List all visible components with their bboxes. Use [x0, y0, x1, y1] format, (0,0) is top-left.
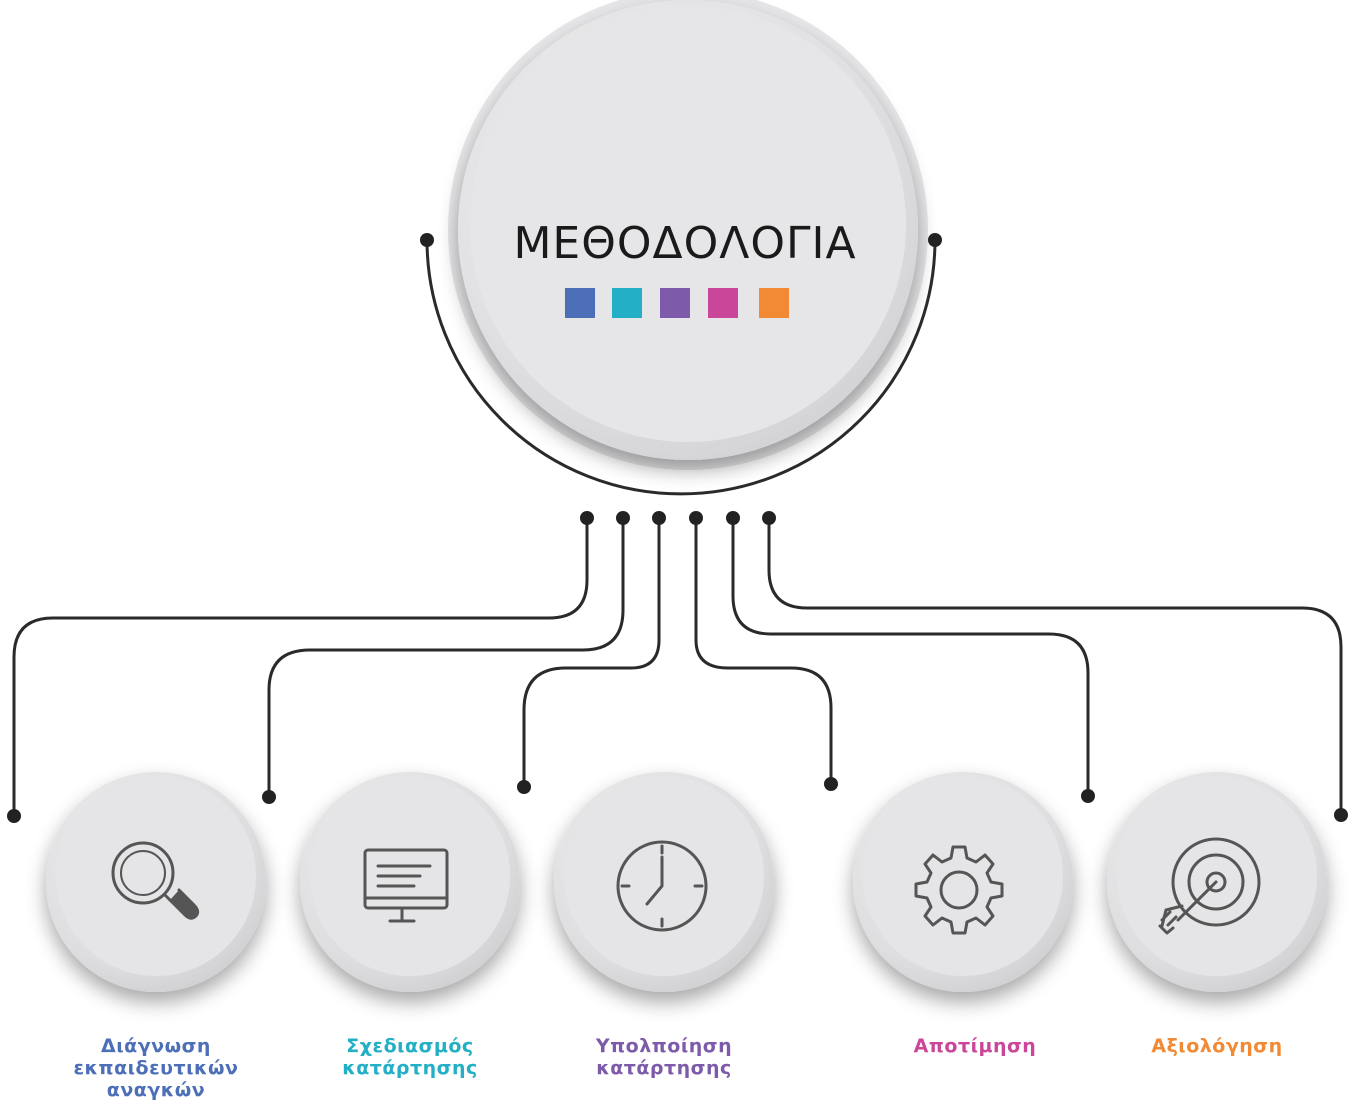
step-label-2-line-2: κατάρτησης: [342, 1057, 478, 1079]
step-label-3: Υπολποίηση κατάρτησης: [554, 1035, 774, 1079]
connector-1: [12, 518, 589, 816]
step-label-1: Διάγνωση εκπαιδευτικών αναγκών: [46, 1035, 266, 1101]
connector-2: [267, 518, 625, 797]
hub-dot-4: [689, 511, 703, 525]
central-hub: [448, 0, 928, 470]
hub-dot-1: [580, 511, 594, 525]
hub-dot-6: [762, 511, 776, 525]
step-label-1-line-1: Διάγνωση: [101, 1035, 211, 1057]
gear-icon: [914, 845, 1004, 935]
step-circles: [46, 772, 1327, 992]
clock-icon: [616, 840, 708, 932]
connectors: [12, 518, 1343, 816]
step-circle-3: [554, 772, 774, 992]
hub-dot-3: [652, 511, 666, 525]
end-dot-6: [1334, 808, 1348, 822]
search-icon: [111, 841, 200, 920]
hub-arc: [425, 239, 937, 496]
hub-dot-5: [726, 511, 740, 525]
step-label-1-line-3: αναγκών: [106, 1079, 206, 1101]
step-label-4-line-1: Αποτίμηση: [913, 1035, 1037, 1057]
swatch-2: [612, 288, 642, 318]
step-label-3-line-2: κατάρτησης: [596, 1057, 732, 1079]
end-dot-5: [1081, 789, 1095, 803]
page-title: ΜΕΘΟΔΟΛΟΓΙΑ: [513, 218, 857, 269]
step-label-3-line-1: Υπολποίηση: [595, 1035, 733, 1057]
step-circle-2: [300, 772, 520, 992]
step-label-2: Σχεδιασμός κατάρτησης: [300, 1035, 520, 1079]
arc-end-dot-left: [420, 233, 434, 247]
connector-dots: [7, 511, 1348, 823]
monitor-icon: [363, 848, 449, 923]
arc-end-dot-right: [928, 233, 942, 247]
step-label-2-line-1: Σχεδιασμός: [346, 1035, 474, 1057]
connector-5: [731, 518, 1090, 796]
connector-4: [694, 518, 833, 784]
connector-6: [767, 518, 1343, 815]
step-circle-1: [46, 772, 266, 992]
swatch-1: [565, 288, 595, 318]
step-label-5: Αξιολόγηση: [1107, 1035, 1327, 1057]
swatch-3: [660, 288, 690, 318]
step-circle-4: [853, 772, 1073, 992]
end-dot-2: [262, 790, 276, 804]
swatch-5: [759, 288, 789, 318]
step-label-5-line-1: Αξιολόγηση: [1151, 1035, 1283, 1057]
end-dot-4: [824, 777, 838, 791]
swatch-4: [708, 288, 738, 318]
connector-3: [522, 518, 661, 787]
step-label-1-line-2: εκπαιδευτικών: [73, 1057, 239, 1079]
hub-dot-2: [616, 511, 630, 525]
end-dot-3: [517, 780, 531, 794]
step-label-4: Αποτίμηση: [865, 1035, 1085, 1057]
end-dot-1: [7, 809, 21, 823]
target-icon: [1158, 837, 1261, 935]
